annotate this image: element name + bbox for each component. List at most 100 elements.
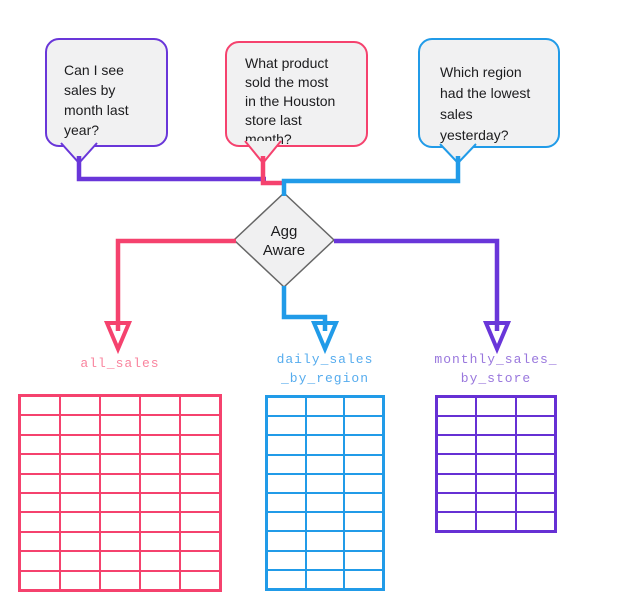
table-cell [181, 532, 219, 551]
arrowhead-monthly-sales [482, 321, 512, 355]
table-cell [101, 416, 139, 434]
table-cell [345, 436, 382, 454]
table-cell [21, 513, 59, 531]
table-cell [61, 513, 99, 531]
table-cell [345, 398, 382, 416]
table-cell [141, 397, 179, 415]
table-cell [438, 474, 476, 492]
table-cell [477, 436, 515, 454]
table-cell [181, 397, 219, 415]
table-grid-all-sales [18, 394, 222, 592]
table-cell [345, 455, 382, 473]
table-cell [268, 455, 305, 473]
table-cell [268, 417, 305, 435]
table-grid-daily-sales-by-region [265, 395, 385, 591]
table-cell [438, 455, 476, 473]
table-cell [61, 397, 99, 415]
table-cell [101, 552, 139, 570]
agg-aware-label: Agg Aware [262, 223, 306, 259]
speech-bubble-question-1: Can I see sales by month last year? [45, 38, 168, 147]
table-cell [181, 513, 219, 531]
table-cell [345, 417, 382, 435]
table-cell [61, 416, 99, 434]
table-cell [181, 474, 219, 492]
table-cell [141, 474, 179, 492]
table-cell [181, 493, 219, 512]
connector-monthly-sales [334, 238, 500, 331]
table-label-monthly-sales-by-store: monthly_sales_ by_store [434, 352, 558, 386]
table-label-all-sales: all_sales [80, 356, 160, 371]
table-cell [477, 493, 515, 511]
table-cell [181, 416, 219, 434]
table-cell [101, 532, 139, 551]
table-cell [21, 435, 59, 454]
table-cell [516, 455, 554, 473]
table-cell [61, 435, 99, 454]
table-cell [306, 455, 344, 473]
table-cell [21, 416, 59, 434]
table-cell [141, 552, 179, 570]
table-cell [438, 512, 476, 530]
table-cell [21, 455, 59, 473]
table-cell [101, 571, 139, 589]
table-cell [438, 493, 476, 511]
table-cell [141, 532, 179, 551]
table-cell [438, 398, 476, 416]
table-cell [268, 494, 305, 512]
table-cell [61, 552, 99, 570]
table-cell [306, 417, 344, 435]
table-cell [516, 493, 554, 511]
table-cell [268, 474, 305, 492]
question-3-text: Which region had the lowest sales yester… [440, 64, 531, 143]
table-cell [21, 493, 59, 512]
table-cell [101, 493, 139, 512]
table-cell [345, 474, 382, 492]
table-cell [477, 417, 515, 435]
question-1-text: Can I see sales by month last year? [64, 62, 129, 138]
table-cell [306, 513, 344, 531]
question-2-text: What product sold the most in the Housto… [245, 55, 336, 147]
speech-bubble-question-3: Which region had the lowest sales yester… [418, 38, 560, 148]
table-cell [345, 551, 382, 569]
table-cell [516, 436, 554, 454]
table-cell [141, 513, 179, 531]
table-cell [268, 436, 305, 454]
table-cell [345, 532, 382, 550]
speech-bubble-question-2: What product sold the most in the Housto… [225, 41, 368, 147]
table-cell [61, 474, 99, 492]
table-cell [21, 552, 59, 570]
table-cell [477, 512, 515, 530]
table-cell [141, 571, 179, 589]
table-grid-monthly-sales-by-store [435, 395, 557, 533]
table-cell [516, 398, 554, 416]
table-cell [345, 570, 382, 588]
table-cell [21, 532, 59, 551]
table-cell [516, 474, 554, 492]
table-cell [101, 474, 139, 492]
connector-question-3 [281, 156, 461, 196]
connector-daily-sales [281, 286, 328, 331]
table-label-daily-sales-by-region: daily_sales _by_region [276, 352, 374, 386]
table-cell [477, 398, 515, 416]
table-cell [61, 532, 99, 551]
table-cell [268, 570, 305, 588]
table-cell [306, 474, 344, 492]
table-cell [306, 551, 344, 569]
table-cell [345, 494, 382, 512]
table-cell [101, 435, 139, 454]
table-cell [477, 455, 515, 473]
connector-all-sales [115, 238, 236, 331]
table-cell [306, 532, 344, 550]
table-cell [61, 493, 99, 512]
table-cell [101, 455, 139, 473]
connector-question-1 [76, 156, 266, 182]
table-cell [21, 474, 59, 492]
table-cell [268, 513, 305, 531]
table-cell [141, 416, 179, 434]
table-cell [141, 493, 179, 512]
connector-question-2 [260, 156, 286, 186]
table-cell [268, 398, 305, 416]
table-cell [61, 455, 99, 473]
table-cell [181, 455, 219, 473]
table-cell [61, 571, 99, 589]
